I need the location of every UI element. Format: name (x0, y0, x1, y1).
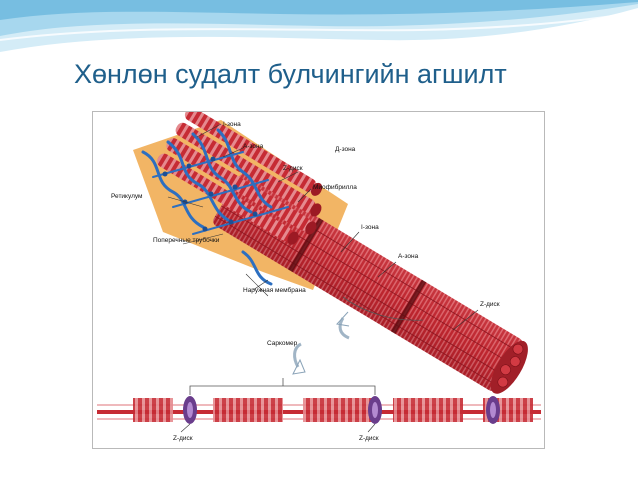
label-reticulum: Ретикулум (111, 193, 143, 200)
leader-lines (167, 123, 479, 331)
slide-title: Хөнлөн судалт булчингийн агшилт (74, 59, 507, 89)
label-a-zone-right: А-зона (398, 253, 419, 260)
label-z-disc-bottom-left: Z-диск (173, 435, 193, 442)
header-wave-decoration (0, 0, 638, 52)
muscle-fiber-illustration: I-зона A-зона Д-зона Z-диск Миофибрилла … (97, 112, 541, 442)
label-a-zone-top: A-зона (243, 143, 264, 150)
thick-filament-block-2 (303, 398, 463, 422)
label-z-disc-top: Z-диск (283, 165, 303, 172)
label-z-disc-right: Z-диск (480, 301, 500, 308)
label-outer-membrane: Наружная мембрана (243, 286, 306, 294)
label-transverse-tubules: Поперечные трубочки (153, 236, 220, 244)
fiber-bundle (133, 112, 528, 394)
myofibril-cylinders (157, 112, 323, 245)
myofilament-strip (97, 396, 541, 433)
label-z-disc-bottom-right: Z-диск (359, 435, 379, 442)
label-i-zone-right: I-зона (361, 224, 379, 231)
sarcoplasmic-reticulum (141, 128, 289, 286)
sarcomere-indicator (189, 296, 424, 395)
muscle-fiber-diagram: I-зона A-зона Д-зона Z-диск Миофибрилла … (92, 111, 545, 449)
label-sarcomere: Саркомер (267, 340, 298, 347)
thick-filament-block-1 (133, 398, 283, 422)
transverse-tubules (162, 156, 258, 232)
label-myofibril: Миофибрилла (313, 183, 357, 191)
label-i-zone-top: I-зона (223, 121, 241, 128)
label-h-zone: Д-зона (335, 146, 356, 153)
